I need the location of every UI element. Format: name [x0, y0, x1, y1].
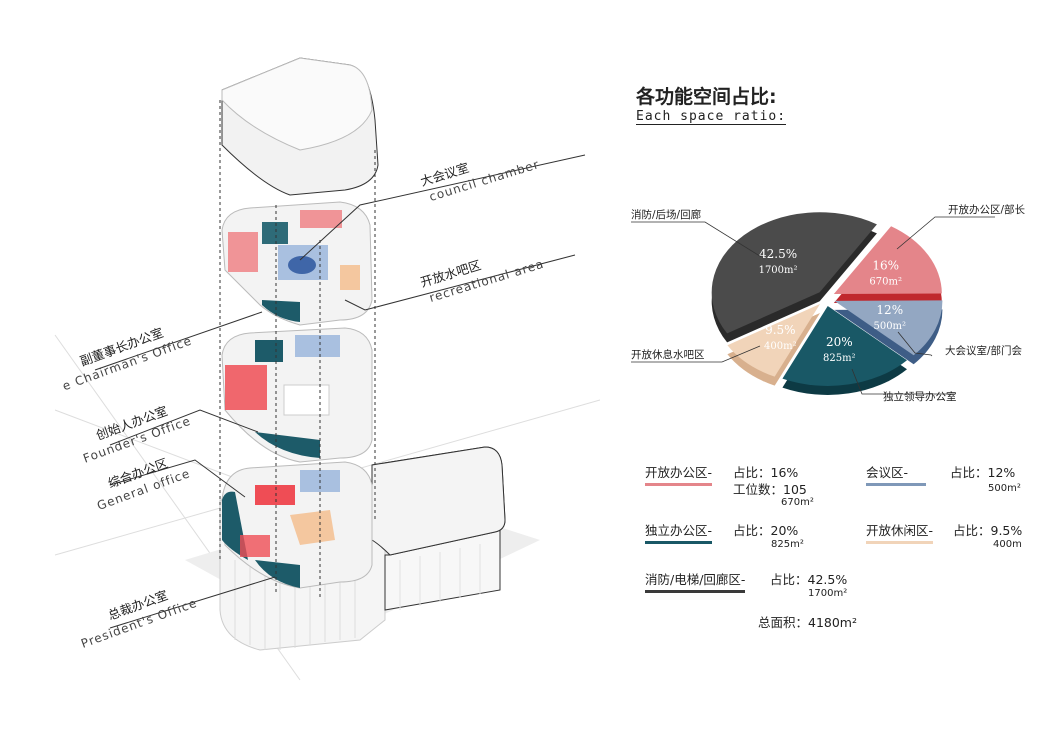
pie-area-label: 400m² — [764, 341, 797, 352]
pie-label-teal: 独立领导办公室 — [883, 390, 957, 403]
pie-percent-label: 42.5% — [759, 247, 797, 261]
total-area: 总面积：4180m² — [758, 615, 857, 630]
leader-lines — [94, 154, 586, 629]
legend-key-private-office: 独立办公区- — [645, 520, 713, 544]
pie-labels: 消防/后场/回廊 开放办公区/部长 大会议室/部门会 独立领导办公室 开放休息水… — [631, 203, 1026, 403]
projection-lines — [219, 100, 376, 600]
legend-ratio-meeting: 占比：12% — [950, 465, 1016, 480]
legend-ratio-circulation: 占比：42.5% — [770, 572, 848, 587]
pie-slices: 16% 670m² 12% 500m² 20% 825m² 9.5% 400m² 42.5% 17… — [711, 212, 943, 395]
legend-key-circulation: 消防/电梯/回廊区- — [645, 569, 746, 593]
pie-percent-label: 9.5% — [765, 323, 796, 337]
chart-subtitle: Each space ratio: — [636, 109, 787, 125]
floor-plate-bottom — [221, 461, 373, 589]
pie-slice — [782, 305, 907, 386]
legend-key-leisure: 开放休闲区- — [866, 520, 934, 544]
pie-leaders — [631, 216, 995, 395]
legend-area-circulation: 1700m² — [808, 588, 848, 599]
pie-slice — [711, 212, 877, 334]
pie-area-label: 825m² — [823, 353, 856, 364]
annex-roof — [371, 446, 506, 556]
legend-ratio-open-office: 占比：16% — [733, 465, 799, 480]
legend-area-leisure: 400m — [993, 539, 1022, 550]
pie-label-pink: 开放办公区/部长 — [948, 203, 1026, 216]
pie-label-peach: 开放休息水吧区 — [631, 348, 705, 361]
legend-seats-open-office: 工位数：105 — [733, 482, 807, 497]
pie-area-label: 500m² — [873, 321, 906, 332]
chart-title: 各功能空间占比: — [636, 86, 777, 108]
annex-fins — [399, 544, 481, 610]
legend-key-open-office: 开放办公区- — [645, 462, 713, 486]
pie-label-blue: 大会议室/部门会 — [945, 344, 1023, 357]
pie-percent-label: 20% — [826, 335, 853, 349]
legend-area-private-office: 825m² — [771, 539, 804, 550]
pie-area-label: 670m² — [869, 277, 902, 288]
pie-area-label: 1700m² — [759, 265, 798, 276]
legend-ratio-private-office: 占比：20% — [733, 523, 799, 538]
roof-top — [221, 57, 373, 151]
building-axonometric: 大会议室 council chamber 开放水吧区 recreational … — [54, 57, 600, 681]
pie-slice — [834, 300, 943, 356]
legend-key-meeting: 会议区- — [866, 462, 927, 486]
floor-plate-middle — [221, 327, 373, 463]
pie-percent-label: 12% — [876, 303, 903, 317]
legend-area-meeting: 500m² — [988, 483, 1021, 494]
floor-plate-top — [221, 201, 373, 326]
pie-percent-label: 16% — [872, 259, 899, 273]
legend-ratio-leisure: 占比：9.5% — [953, 523, 1023, 538]
pie-slice — [833, 226, 942, 295]
legend-area-open-office: 670m² — [781, 497, 814, 508]
pie-slice — [727, 304, 820, 377]
pie-label-gray: 消防/后场/回廊 — [631, 208, 701, 221]
